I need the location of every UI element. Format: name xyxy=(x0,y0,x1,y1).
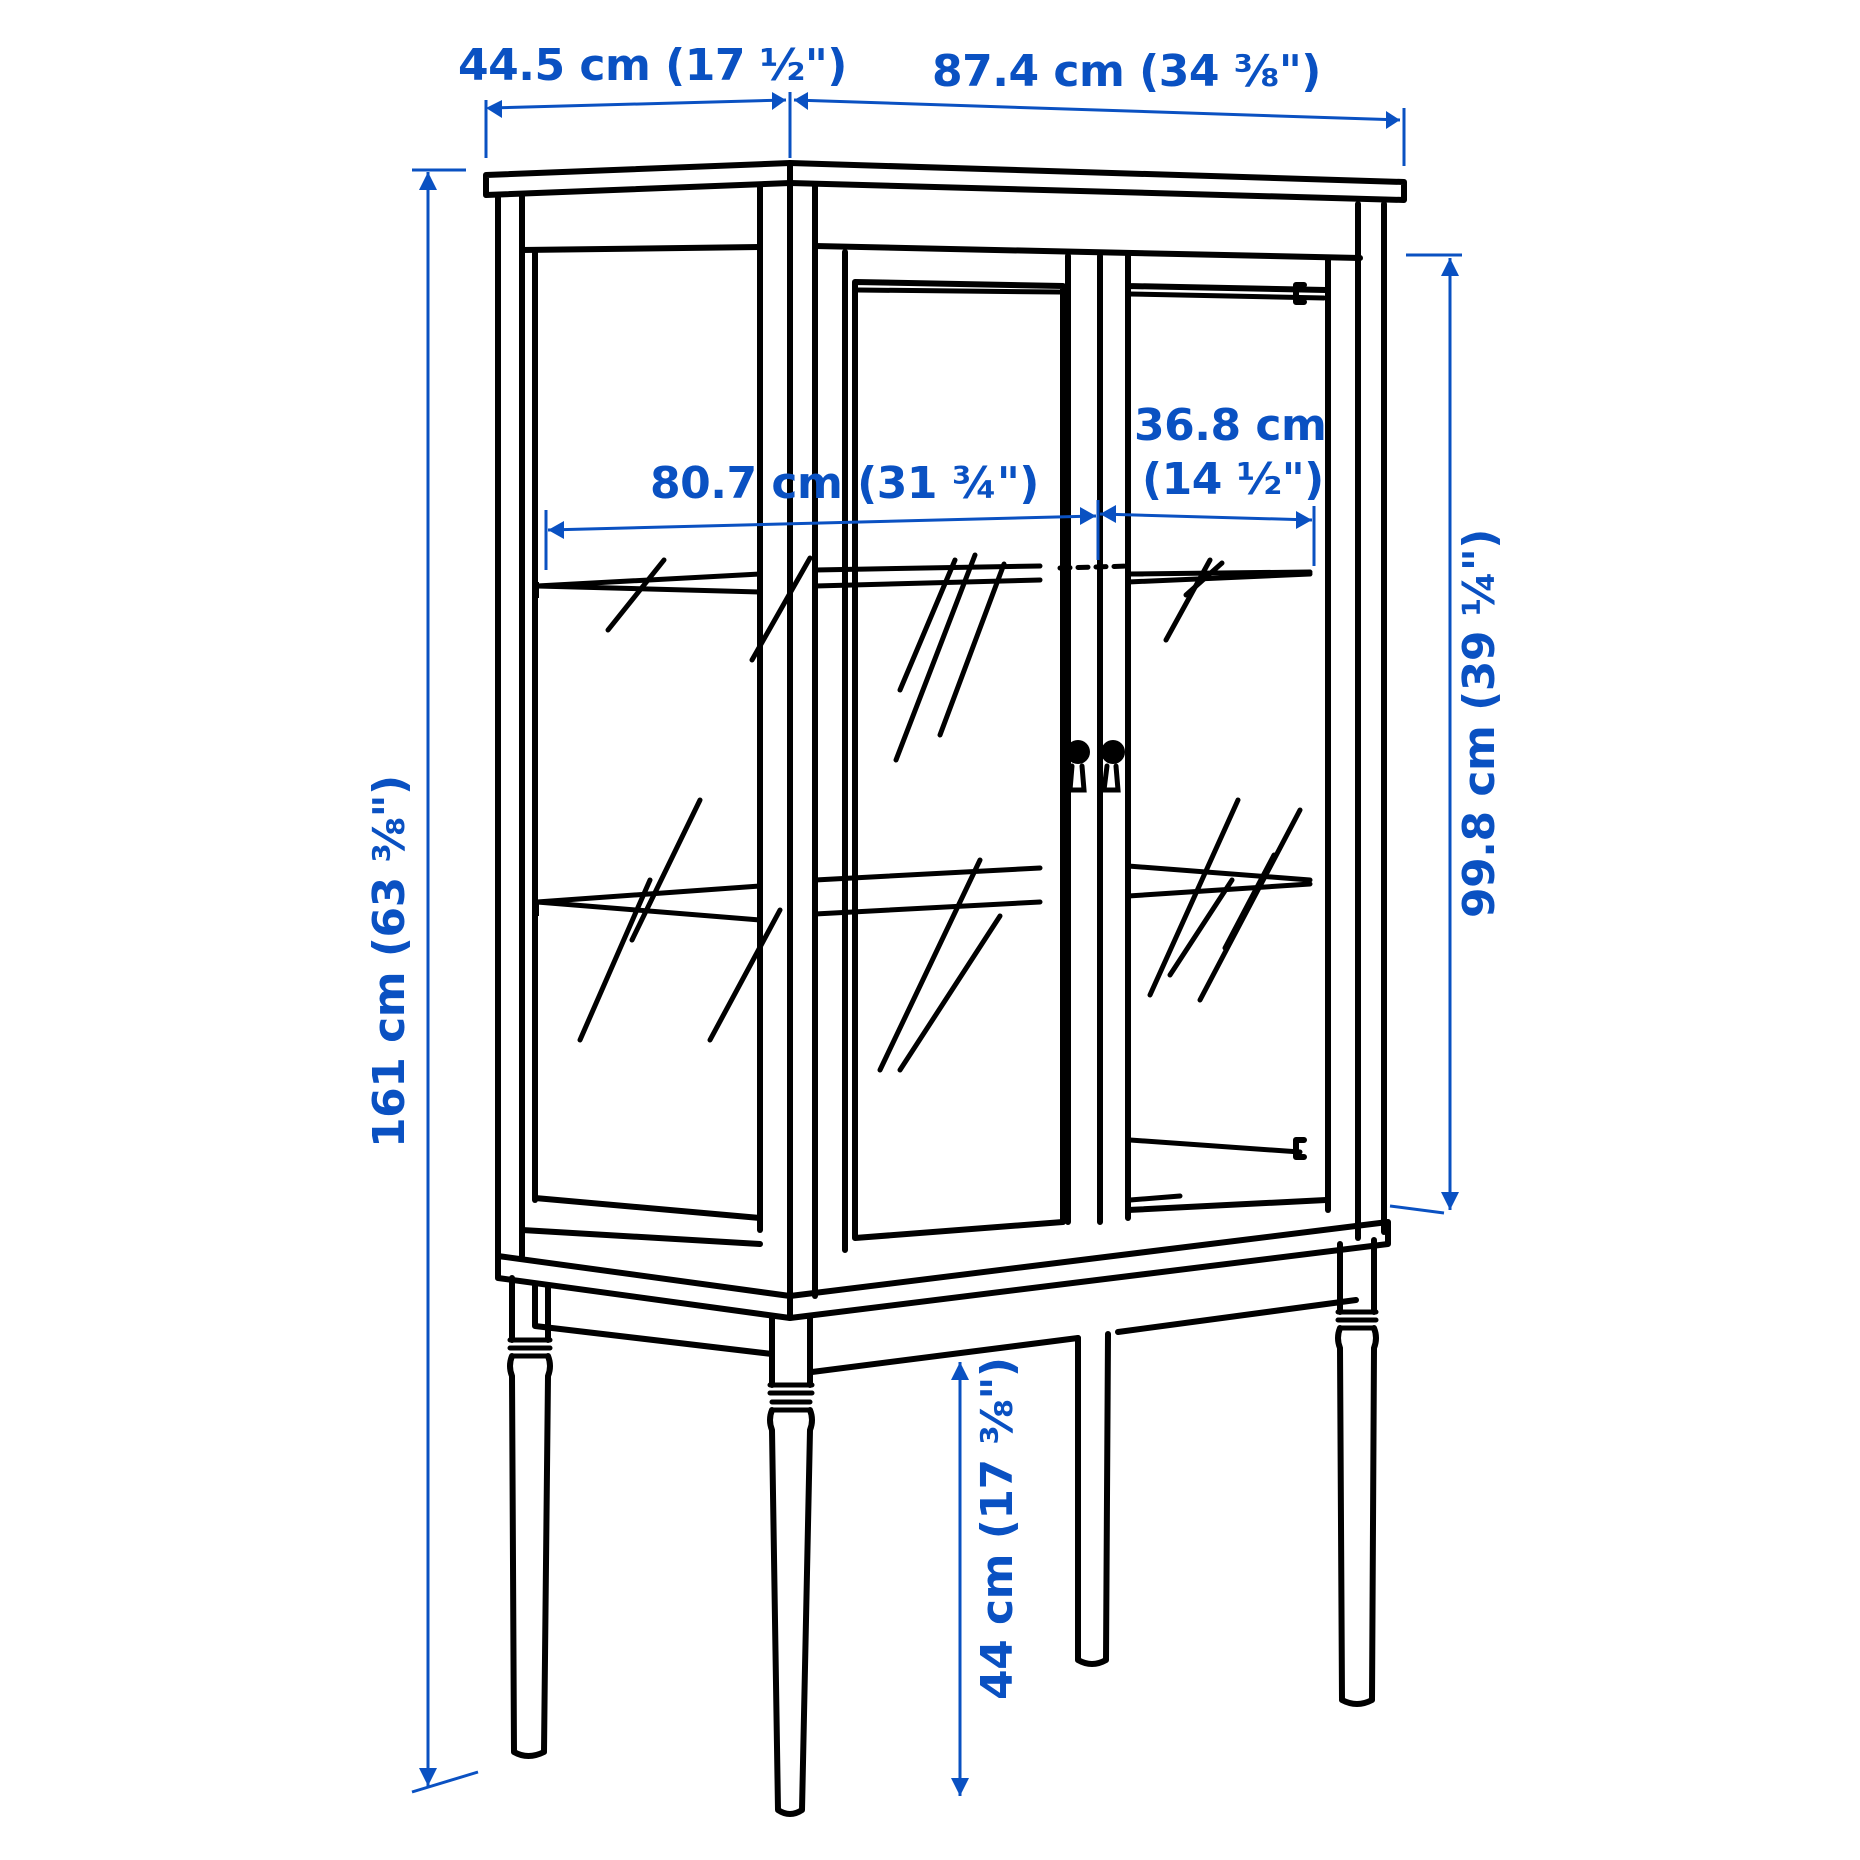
dim-leg-height-line xyxy=(951,1362,969,1796)
shelf-clip-top xyxy=(1293,282,1307,305)
dim-shelf-depth-line xyxy=(1099,505,1316,566)
leg-rear-right xyxy=(1075,1331,1111,1667)
left-door-frame xyxy=(842,249,1071,1253)
door-knob-right xyxy=(1101,740,1125,793)
dim-inner-width-line xyxy=(544,500,1100,570)
front-apron xyxy=(809,1297,1359,1375)
leg-rear-left xyxy=(507,1275,553,1759)
label-leg-height: 44 cm (17 ⅜") xyxy=(972,1357,1023,1700)
base-plinth-front xyxy=(787,1219,1391,1321)
label-width: 87.4 cm (34 ⅜") xyxy=(932,46,1321,97)
dim-width-line xyxy=(793,92,1406,166)
label-height: 161 cm (63 ⅜") xyxy=(364,775,415,1148)
label-shelf-depth-cm: 36.8 cm xyxy=(1134,400,1327,451)
shelf-clip-bottom xyxy=(1293,1137,1307,1160)
leg-front-right xyxy=(1335,1237,1379,1707)
dim-height-line xyxy=(411,168,479,1794)
dimension-lines xyxy=(411,92,1462,1796)
door-top-bevel xyxy=(855,287,1327,301)
leg-front-left xyxy=(767,1313,815,1817)
dim-inner-height-line xyxy=(1389,253,1462,1215)
label-inner-width: 80.7 cm (31 ¾") xyxy=(650,458,1039,509)
label-inner-height: 99.8 cm (39 ¼") xyxy=(1454,529,1505,918)
left-side-bottom-rail xyxy=(519,1195,763,1247)
countertop-front xyxy=(787,160,1407,203)
shelf-lower xyxy=(533,863,1313,923)
glass-reflections xyxy=(577,552,1303,1073)
left-side-top-rail xyxy=(519,244,763,253)
label-depth: 44.5 cm (17 ½") xyxy=(458,40,847,91)
base-plinth-side xyxy=(495,1253,793,1321)
side-apron xyxy=(532,1281,775,1357)
cabinet-line-art xyxy=(483,160,1407,1817)
right-door-frame xyxy=(1097,253,1329,1225)
front-top-rail xyxy=(812,243,1363,261)
label-shelf-depth-in: (14 ½") xyxy=(1142,454,1324,505)
dim-depth-line xyxy=(484,92,792,158)
door-knob-left xyxy=(1066,740,1090,793)
countertop-side xyxy=(483,160,793,198)
bottom-shelf-right xyxy=(1127,1137,1303,1203)
